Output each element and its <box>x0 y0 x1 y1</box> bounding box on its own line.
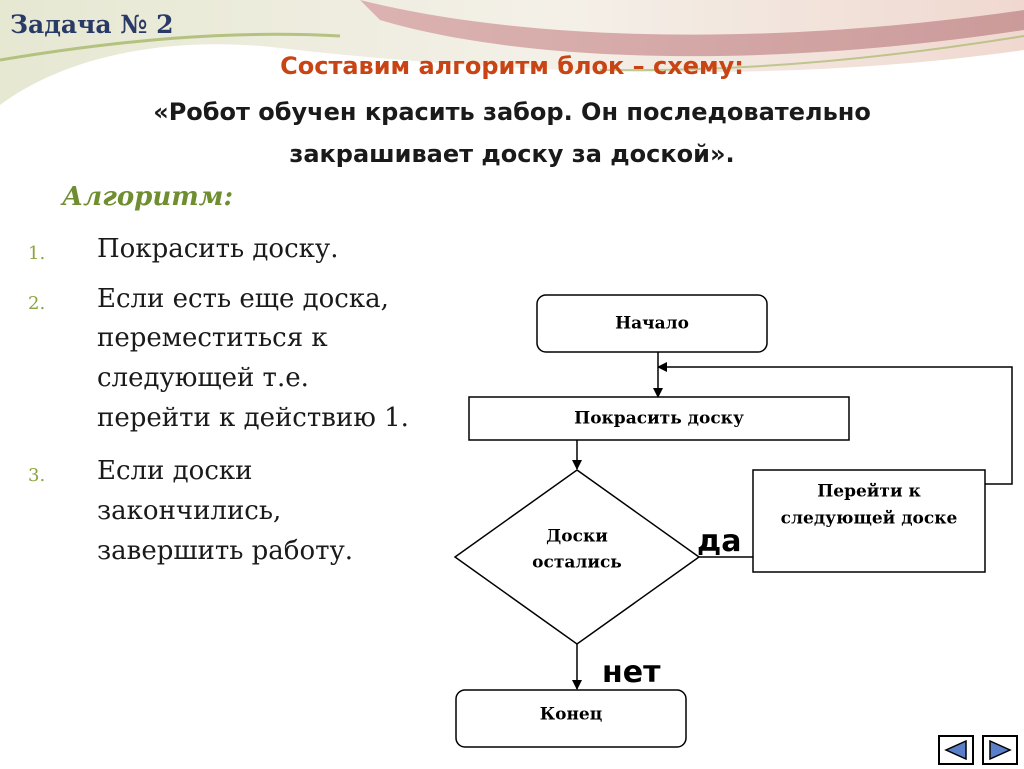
end-label: Конец <box>540 705 603 725</box>
step-2-line: перейти к действию 1. <box>97 403 409 433</box>
paint-label: Покрасить доску <box>574 409 744 429</box>
problem-statement-line-2: закрашивает доску за доской». <box>289 140 735 168</box>
triangle-left-icon <box>938 735 974 765</box>
step-3-line: Если доски <box>97 456 253 486</box>
next-slide-button[interactable] <box>982 735 1018 765</box>
header-swoosh-decoration <box>0 0 1024 105</box>
step-3-line: завершить работу. <box>97 536 354 566</box>
start-label: Начало <box>615 314 689 334</box>
next-board-block <box>752 469 986 573</box>
end-block <box>455 689 687 748</box>
step-3-number: 3. <box>28 465 46 486</box>
next-board-label-line-1: Перейти к <box>817 482 921 502</box>
task-title: Задача № 2 <box>10 10 174 39</box>
triangle-right-icon <box>982 735 1018 765</box>
step-3-line: закончились, <box>97 496 282 526</box>
step-1-number: 1. <box>28 243 46 264</box>
step-2-line: следующей т.е. <box>97 363 309 393</box>
slide-heading: Составим алгоритм блок – схему: <box>280 52 744 80</box>
step-2-number: 2. <box>28 293 46 314</box>
problem-statement-line-1: «Робот обучен красить забор. Он последов… <box>153 98 871 126</box>
yes-label: да <box>697 524 741 559</box>
previous-slide-button[interactable] <box>938 735 974 765</box>
decision-label-line-1: Доски <box>546 527 608 547</box>
start-block <box>536 294 768 353</box>
step-1-line: Покрасить доску. <box>97 234 339 264</box>
no-label: нет <box>602 655 661 690</box>
loop-back-arrow <box>657 362 1013 485</box>
decision-label-line-2: остались <box>532 553 622 573</box>
paint-block <box>468 396 850 441</box>
algorithm-title: Алгоритм: <box>62 182 234 212</box>
step-2-line: Если есть еще доска, <box>97 284 389 314</box>
next-board-label-line-2: следующей доске <box>781 509 958 529</box>
step-2-line: переместиться к <box>97 323 328 353</box>
